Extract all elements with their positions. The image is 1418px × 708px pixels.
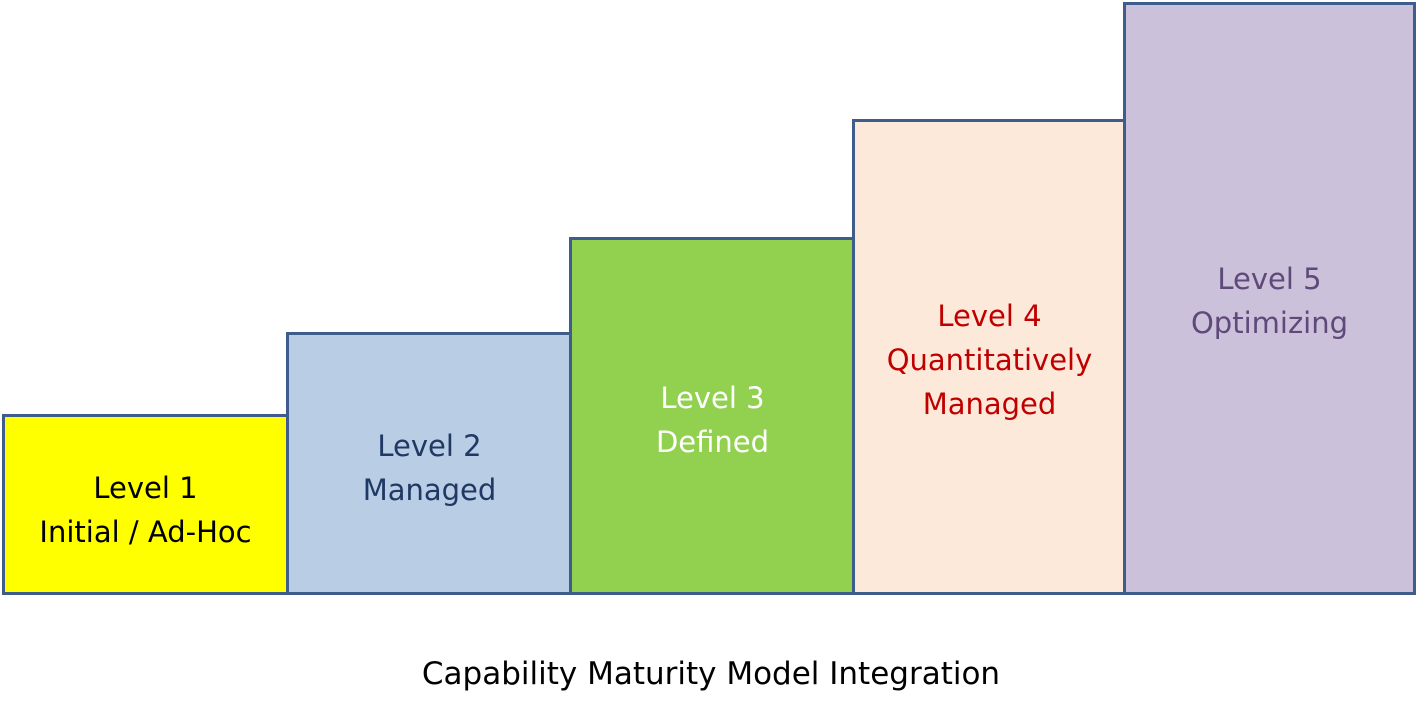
level-3-name: Defined — [655, 425, 770, 459]
diagram-caption: Capability Maturity Model Integration — [421, 656, 1001, 692]
level-1-name: Initial / Ad-Hoc — [39, 515, 252, 549]
level-4-number: Level 4 — [937, 299, 1042, 333]
level-4-step: Level 4 Quantitatively Managed — [852, 119, 1127, 595]
level-3-number: Level 3 — [660, 381, 765, 415]
level-2-number: Level 2 — [377, 429, 482, 463]
level-2-name: Managed — [362, 473, 497, 507]
level-5-name: Optimizing — [1190, 306, 1349, 340]
level-1-number: Level 1 — [93, 471, 198, 505]
level-3-step: Level 3 Defined — [569, 237, 856, 595]
level-4-name-part-1: Quantitatively — [886, 343, 1093, 377]
level-5-step: Level 5 Optimizing — [1123, 2, 1416, 595]
level-2-step: Level 2 Managed — [286, 332, 573, 595]
level-4-name-part-2: Managed — [922, 387, 1057, 421]
level-5-number: Level 5 — [1217, 262, 1322, 296]
level-1-step: Level 1 Initial / Ad-Hoc — [2, 414, 289, 595]
